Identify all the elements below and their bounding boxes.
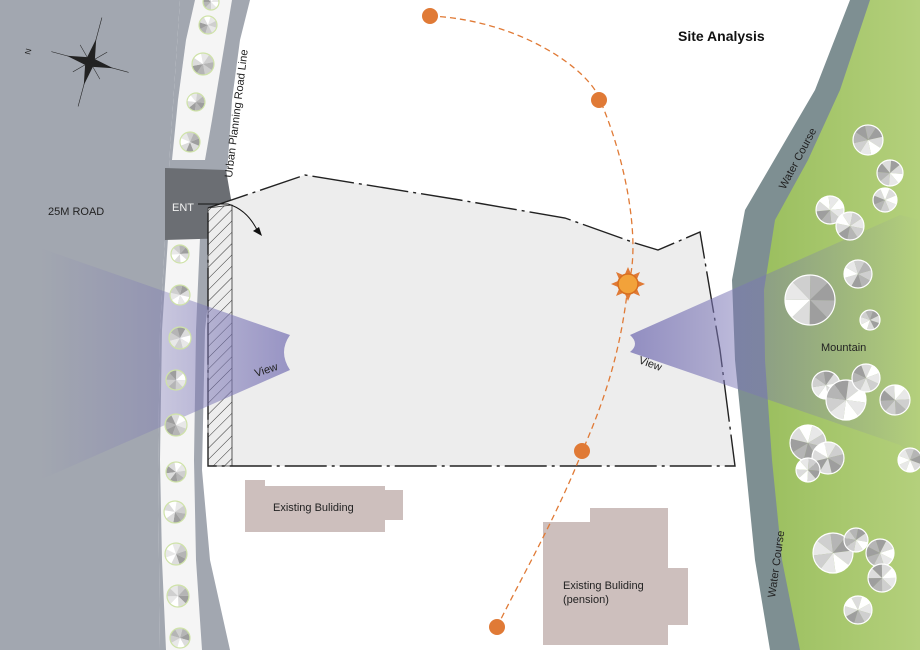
site-parcel xyxy=(208,175,735,466)
tree-icon xyxy=(168,326,192,350)
building-2-label-line1: Existing Buliding xyxy=(563,580,644,592)
site-boundary xyxy=(207,174,736,467)
tree-icon xyxy=(876,159,904,187)
tree-icon xyxy=(843,595,873,625)
tree-icon xyxy=(179,131,201,153)
tree-icon xyxy=(166,584,190,608)
tree-icon xyxy=(843,259,873,289)
tree-icon xyxy=(784,274,836,326)
tree-icon xyxy=(897,447,920,473)
entrance-arrow-head xyxy=(253,227,262,236)
mountain-label: Mountain xyxy=(821,342,866,354)
sun-icon xyxy=(611,267,645,301)
tree-icon xyxy=(859,309,881,331)
tree-icon xyxy=(170,244,190,264)
sun-position-dot-1 xyxy=(422,8,438,24)
building-2-label-line2: (pension) xyxy=(563,594,609,606)
entrance-arrow xyxy=(198,203,259,233)
existing-building-1 xyxy=(245,480,403,532)
building-1-label: Existing Buliding xyxy=(273,502,354,514)
tree-icon xyxy=(169,284,191,306)
tree-icon xyxy=(191,52,215,76)
trees xyxy=(163,0,920,649)
tree-icon xyxy=(163,500,187,524)
tree-icon xyxy=(165,461,187,483)
tree-icon xyxy=(843,527,869,553)
planting-strip-top xyxy=(172,0,232,160)
sun-position-dot-2 xyxy=(591,92,607,108)
entrance-label: ENT xyxy=(172,202,194,214)
tree-icon xyxy=(164,413,188,437)
tree-icon xyxy=(865,538,895,568)
compass-north-label: N xyxy=(23,47,33,55)
tree-icon xyxy=(872,187,898,213)
tree-icon xyxy=(164,542,188,566)
view-cone-left xyxy=(40,248,290,480)
tree-icon xyxy=(815,195,845,225)
tree-icon xyxy=(867,563,897,593)
compass-rose-icon xyxy=(51,17,129,107)
page-title: Site Analysis xyxy=(678,28,765,44)
existing-building-2 xyxy=(543,508,688,645)
sun-path xyxy=(429,15,634,628)
tree-icon xyxy=(851,363,881,393)
tree-icon xyxy=(795,457,821,483)
tree-icon xyxy=(198,15,218,35)
tree-icon xyxy=(169,627,191,649)
tree-icon xyxy=(811,441,845,475)
tree-icon xyxy=(202,0,220,11)
tree-icon xyxy=(165,369,187,391)
tree-icon xyxy=(812,532,854,574)
road-label: 25M ROAD xyxy=(48,206,104,218)
tree-icon xyxy=(879,384,911,416)
tree-icon xyxy=(186,92,206,112)
tree-icon xyxy=(852,124,884,156)
sun-position-dot-4 xyxy=(489,619,505,635)
tree-icon xyxy=(835,211,865,241)
sun-position-dot-3 xyxy=(574,443,590,459)
